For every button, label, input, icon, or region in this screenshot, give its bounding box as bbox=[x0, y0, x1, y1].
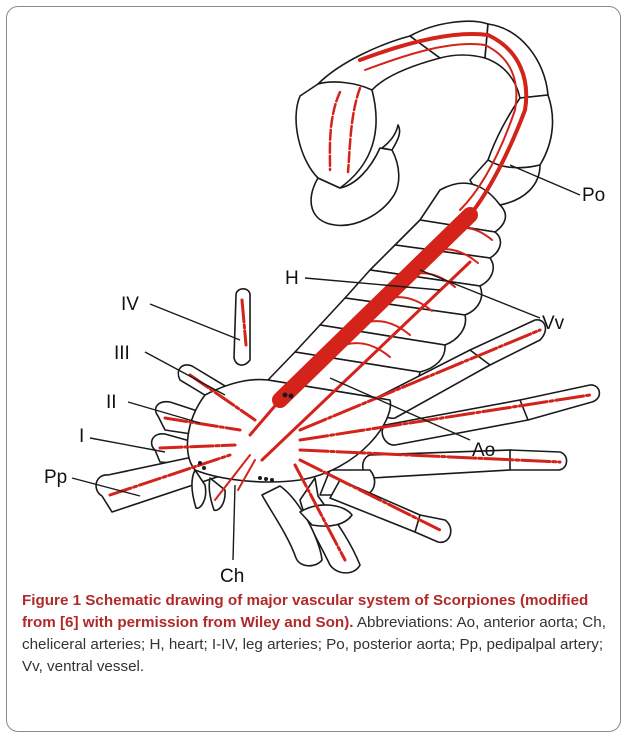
label-i: I bbox=[79, 426, 84, 447]
figure-caption: Figure 1 Schematic drawing of major vasc… bbox=[22, 590, 608, 678]
label-iii: III bbox=[114, 343, 130, 364]
label-pp: Pp bbox=[44, 467, 67, 488]
tail-segment-1 bbox=[488, 95, 553, 168]
label-iv: IV bbox=[121, 294, 139, 315]
telson-sting bbox=[382, 125, 400, 150]
chelicera-right bbox=[209, 478, 225, 510]
leg-right-2-tip bbox=[520, 385, 599, 420]
label-ch: Ch bbox=[220, 566, 244, 587]
label-vv: Vv bbox=[542, 313, 565, 334]
label-ao: Ao bbox=[472, 440, 495, 461]
label-ii: II bbox=[106, 392, 117, 413]
label-h: H bbox=[285, 268, 299, 289]
label-po: Po bbox=[582, 185, 605, 206]
leg-right-4b bbox=[330, 480, 425, 532]
scorpion-vascular-diagram: Po H Vv IV III II I Pp Ao Ch bbox=[0, 0, 629, 590]
